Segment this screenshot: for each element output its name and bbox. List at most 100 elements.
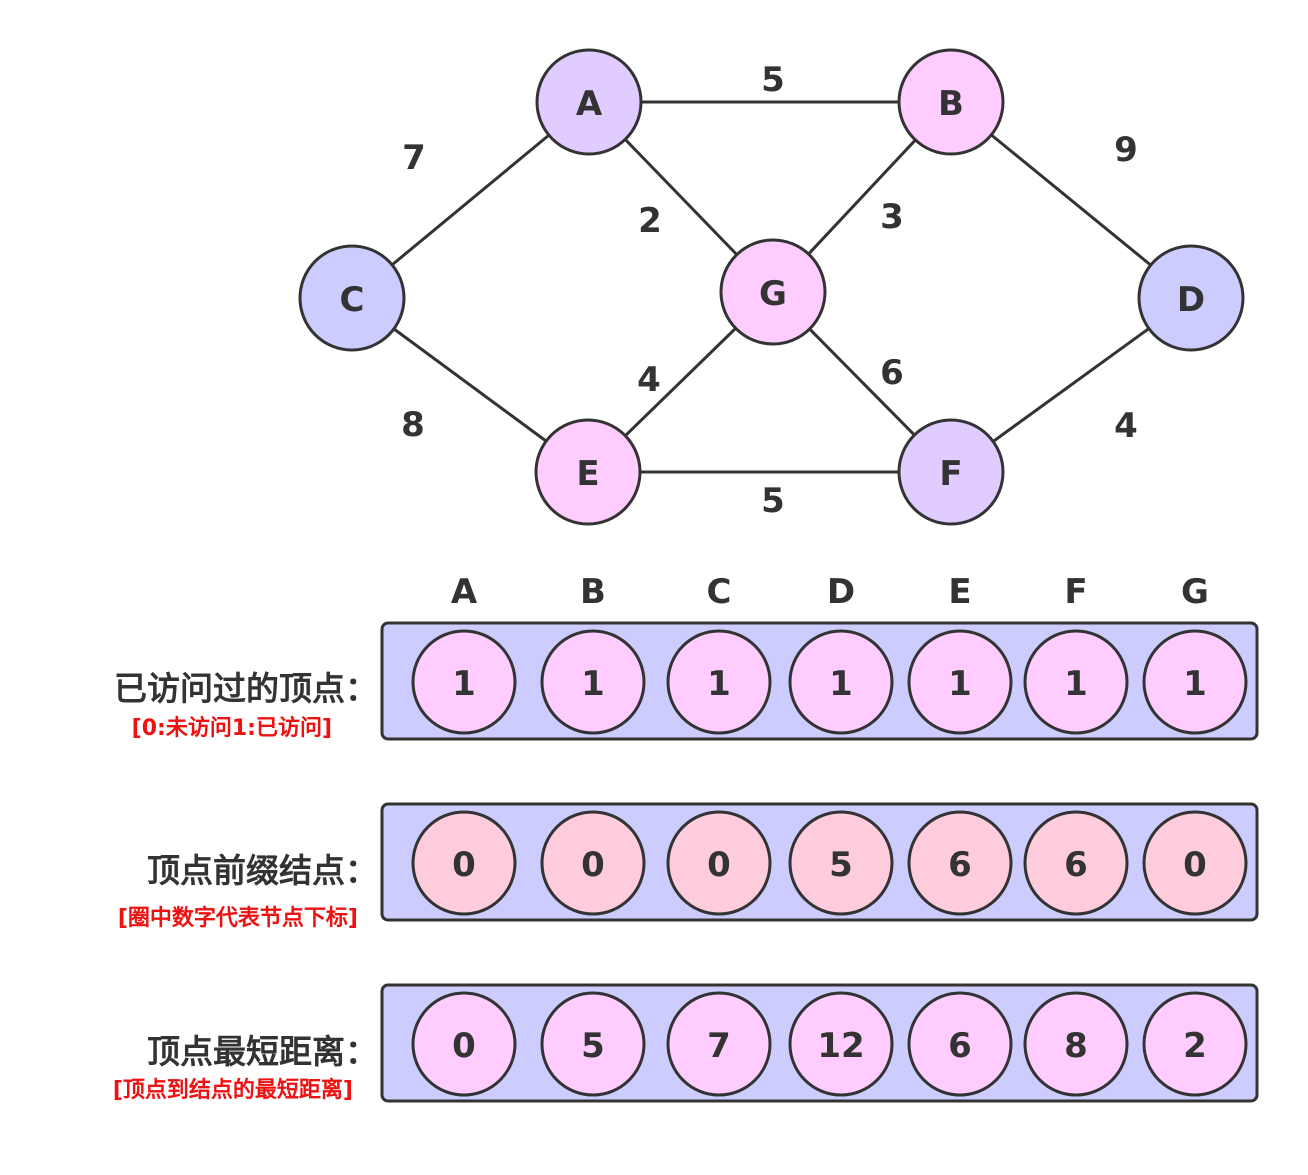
prefix-cell-circle bbox=[666, 810, 772, 916]
distance-cell-D: 12 bbox=[788, 991, 894, 1097]
distance-cell-circle bbox=[1142, 991, 1248, 1097]
edge-B-D bbox=[990, 133, 1152, 267]
column-header-B: B bbox=[580, 572, 606, 612]
edge-A-C bbox=[391, 133, 550, 267]
node-label-B: B bbox=[938, 84, 964, 124]
node-F: F bbox=[897, 418, 1005, 526]
prefix-row-note: [圈中数字代表节点下标] bbox=[117, 906, 358, 931]
visited-cell-B: 1 bbox=[540, 629, 646, 735]
edge-weight-A-C: 7 bbox=[402, 138, 426, 178]
visited-cell-D: 1 bbox=[788, 629, 894, 735]
distance-row-note: [顶点到结点的最短距离] bbox=[112, 1078, 353, 1103]
node-circle-B bbox=[897, 48, 1005, 156]
prefix-cell-value: 0 bbox=[581, 845, 605, 885]
edge-F-D bbox=[992, 327, 1150, 443]
edge-weight-A-G: 2 bbox=[638, 201, 662, 241]
distance-cell-value: 12 bbox=[817, 1026, 864, 1066]
node-circle-C bbox=[298, 244, 406, 352]
prefix-cell-D: 5 bbox=[788, 810, 894, 916]
prefix-cell-G: 0 bbox=[1142, 810, 1248, 916]
visited-cell-G: 1 bbox=[1142, 629, 1248, 735]
distance-cell-B: 5 bbox=[540, 991, 646, 1097]
visited-cell-value: 1 bbox=[707, 664, 731, 704]
edge-weight-E-G: 4 bbox=[637, 360, 661, 400]
node-G: G bbox=[719, 238, 827, 346]
prefix-cell-circle bbox=[907, 810, 1013, 916]
edge-G-F bbox=[808, 327, 916, 437]
visited-array: 1 1 1 1 1 1 1 bbox=[380, 621, 1259, 741]
prefix-cell-value: 6 bbox=[948, 845, 972, 885]
node-circle-A bbox=[535, 48, 643, 156]
prefix-cell-circle bbox=[540, 810, 646, 916]
visited-cell-value: 1 bbox=[1183, 664, 1207, 704]
graph-edges bbox=[391, 100, 1152, 474]
prefix-cell-value: 0 bbox=[707, 845, 731, 885]
node-A: A bbox=[535, 48, 643, 156]
visited-cell-value: 1 bbox=[452, 664, 476, 704]
prefix-cell-circle bbox=[1142, 810, 1248, 916]
visited-cell-circle bbox=[540, 629, 646, 735]
node-circle-E bbox=[534, 418, 642, 526]
distance-cell-G: 2 bbox=[1142, 991, 1248, 1097]
distance-cell-circle bbox=[666, 991, 772, 1097]
prefix-cell-B: 0 bbox=[540, 810, 646, 916]
edge-weight-E-F: 5 bbox=[761, 481, 785, 521]
distance-cell-A: 0 bbox=[411, 991, 517, 1097]
visited-row-title: 已访问过的顶点： bbox=[114, 669, 378, 708]
distance-cell-circle bbox=[411, 991, 517, 1097]
node-label-C: C bbox=[340, 280, 365, 320]
node-circle-D bbox=[1137, 244, 1245, 352]
node-D: D bbox=[1137, 244, 1245, 352]
visited-cell-circle bbox=[1023, 629, 1129, 735]
distance-row-title: 顶点最短距离： bbox=[147, 1032, 378, 1071]
prefix-row-title: 顶点前缀结点： bbox=[147, 851, 378, 890]
edge-weight-C-E: 8 bbox=[401, 405, 425, 445]
prefix-cell-F: 6 bbox=[1023, 810, 1129, 916]
node-label-E: E bbox=[576, 454, 599, 494]
edge-E-G bbox=[624, 327, 737, 437]
node-E: E bbox=[534, 418, 642, 526]
visited-cell-circle bbox=[907, 629, 1013, 735]
distance-cell-value: 5 bbox=[581, 1026, 605, 1066]
edge-weight-B-D: 9 bbox=[1114, 130, 1138, 170]
node-label-G: G bbox=[759, 274, 787, 314]
prefix-cell-circle bbox=[1023, 810, 1129, 916]
visited-cell-value: 1 bbox=[829, 664, 853, 704]
node-label-A: A bbox=[576, 84, 603, 124]
visited-cell-value: 1 bbox=[1064, 664, 1088, 704]
node-C: C bbox=[298, 244, 406, 352]
visited-cell-circle bbox=[1142, 629, 1248, 735]
prefix-cell-value: 0 bbox=[1183, 845, 1207, 885]
prefix-cell-E: 6 bbox=[907, 810, 1013, 916]
prefix-cell-value: 5 bbox=[829, 845, 853, 885]
distance-cell-value: 2 bbox=[1183, 1026, 1207, 1066]
visited-cell-E: 1 bbox=[907, 629, 1013, 735]
edge-A-G bbox=[624, 138, 738, 256]
edge-weight-A-B: 5 bbox=[761, 60, 785, 100]
visited-cell-circle bbox=[666, 629, 772, 735]
column-header-C: C bbox=[707, 572, 732, 612]
visited-cell-circle bbox=[411, 629, 517, 735]
distance-cell-circle bbox=[540, 991, 646, 1097]
graph-nodes: A B C D E F G bbox=[298, 48, 1245, 526]
distance-cell-value: 7 bbox=[707, 1026, 731, 1066]
prefix-cell-C: 0 bbox=[666, 810, 772, 916]
prefix-cell-circle bbox=[788, 810, 894, 916]
distance-cell-F: 8 bbox=[1023, 991, 1129, 1097]
visited-cell-value: 1 bbox=[581, 664, 605, 704]
node-label-F: F bbox=[939, 454, 962, 494]
distance-cell-C: 7 bbox=[666, 991, 772, 1097]
column-header-G: G bbox=[1181, 572, 1209, 612]
node-label-D: D bbox=[1177, 280, 1205, 320]
distance-cell-circle bbox=[1023, 991, 1129, 1097]
edge-weight-G-F: 6 bbox=[880, 353, 904, 393]
visited-cell-circle bbox=[788, 629, 894, 735]
prefix-cell-circle bbox=[411, 810, 517, 916]
distance-cell-value: 6 bbox=[948, 1026, 972, 1066]
node-circle-G bbox=[719, 238, 827, 346]
distance-array: 0 5 7 12 6 8 2 bbox=[380, 983, 1259, 1103]
column-header-F: F bbox=[1064, 572, 1087, 612]
